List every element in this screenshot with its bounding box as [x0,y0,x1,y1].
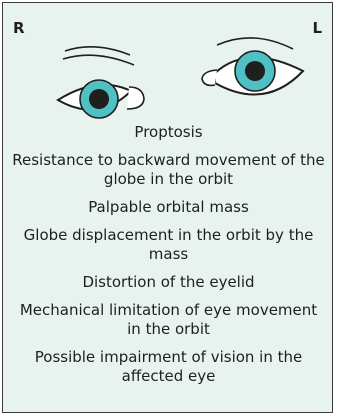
features-list: Proptosis Resistance to backward movemen… [3,123,334,395]
left-eye [202,38,303,95]
feature-item: Proptosis [3,123,334,142]
right-eye-pupil [89,89,109,109]
right-eye [58,47,144,118]
left-eye-pupil [245,61,265,81]
feature-item: Resistance to backward movement of the g… [3,151,334,189]
orbital-mass-right [127,87,144,109]
feature-item: Globe displacement in the orbit by the m… [3,226,334,264]
feature-item: Palpable orbital mass [3,198,334,217]
feature-item: Possible impairment of vision in the aff… [3,348,334,386]
right-eye-crease-lower [63,55,134,65]
right-eye-crease-upper [65,47,130,55]
eyes-illustration [3,3,334,123]
feature-item: Mechanical limitation of eye movement in… [3,301,334,339]
diagram-panel: R L Proptosis Resistance to backward mov… [2,2,333,413]
feature-item: Distortion of the eyelid [3,273,334,292]
orbital-mass-left [202,70,217,85]
left-eye-crease [217,38,293,49]
